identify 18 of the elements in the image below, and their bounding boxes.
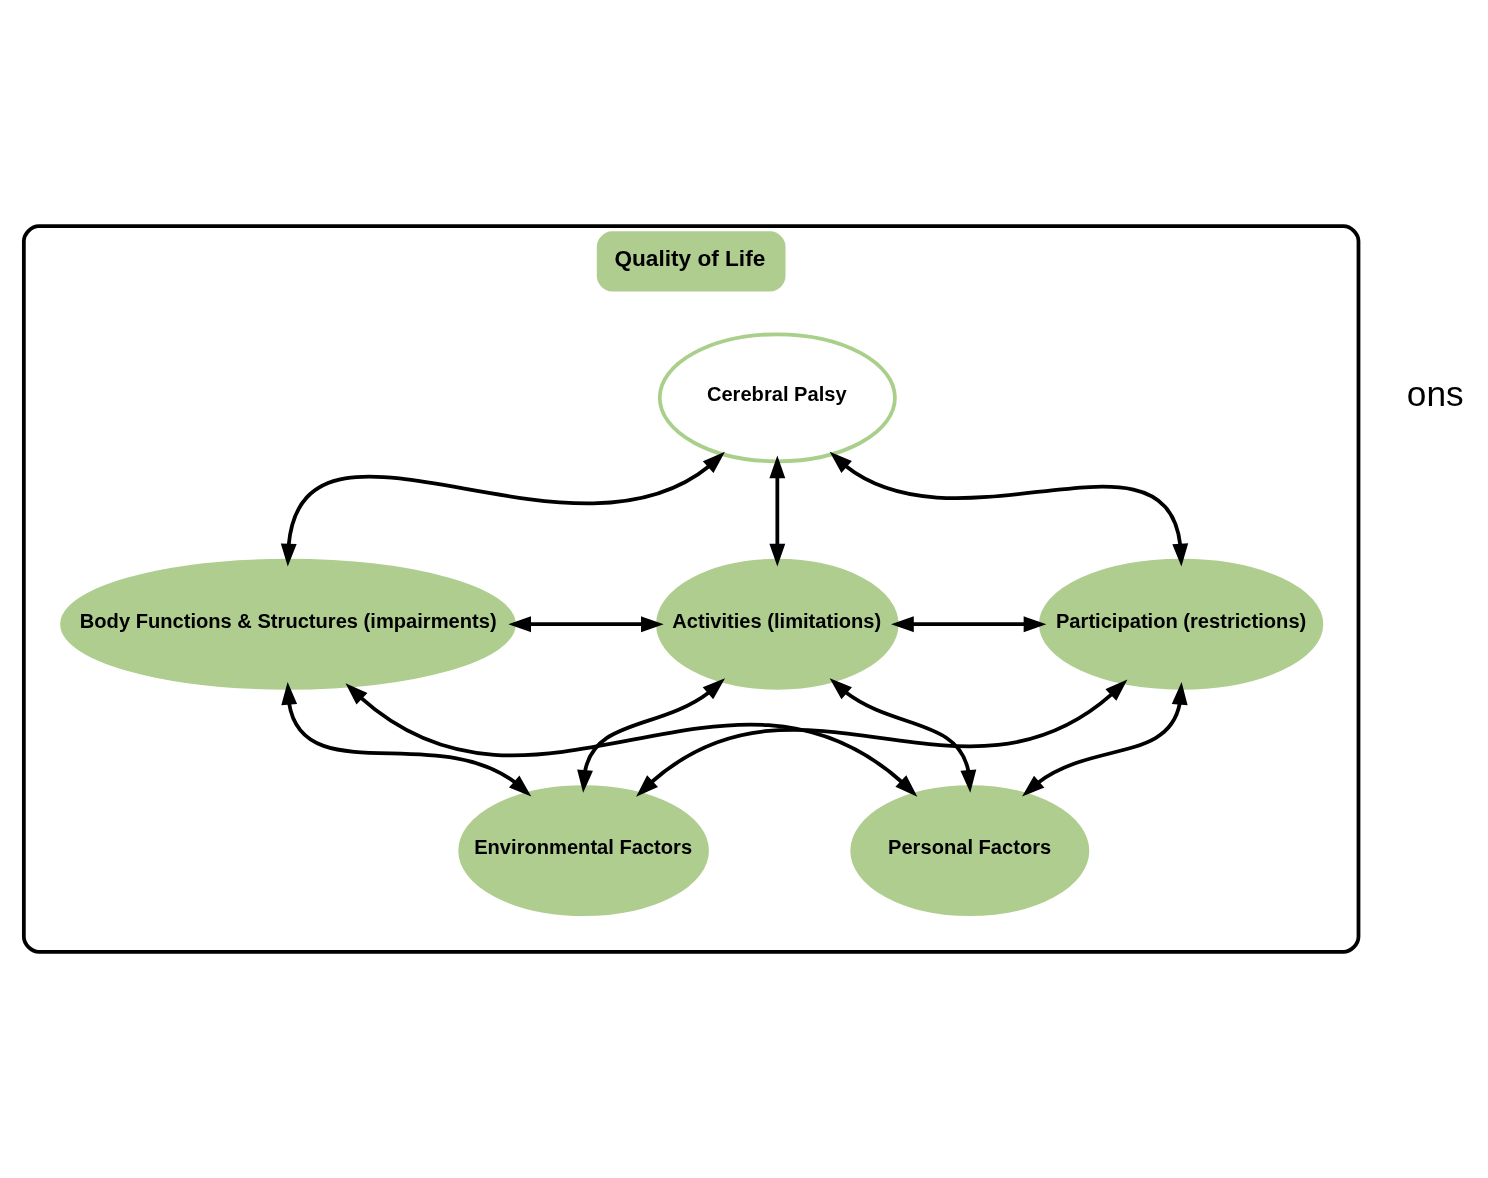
arrow bbox=[508, 616, 664, 633]
node-ellipse: Cerebral Palsy bbox=[657, 332, 897, 464]
arrow bbox=[345, 683, 918, 797]
arrow bbox=[769, 455, 786, 567]
arrow bbox=[1022, 682, 1188, 797]
arrow bbox=[891, 616, 1047, 633]
node-ellipse: Environmental Factors bbox=[458, 785, 709, 917]
arrow bbox=[577, 678, 726, 793]
arrow bbox=[280, 451, 725, 567]
node-ellipse: Participation (restrictions) bbox=[1039, 558, 1324, 690]
arrow bbox=[281, 682, 532, 797]
arrow bbox=[829, 678, 977, 793]
node-ellipse: Activities (limitations) bbox=[656, 558, 899, 690]
arrow bbox=[636, 679, 1128, 797]
node-ellipse: Body Functions & Structures (impairments) bbox=[60, 558, 516, 690]
label: ons bbox=[1406, 374, 1464, 414]
node-ellipse: Personal Factors bbox=[850, 785, 1090, 917]
arrow bbox=[829, 451, 1189, 567]
